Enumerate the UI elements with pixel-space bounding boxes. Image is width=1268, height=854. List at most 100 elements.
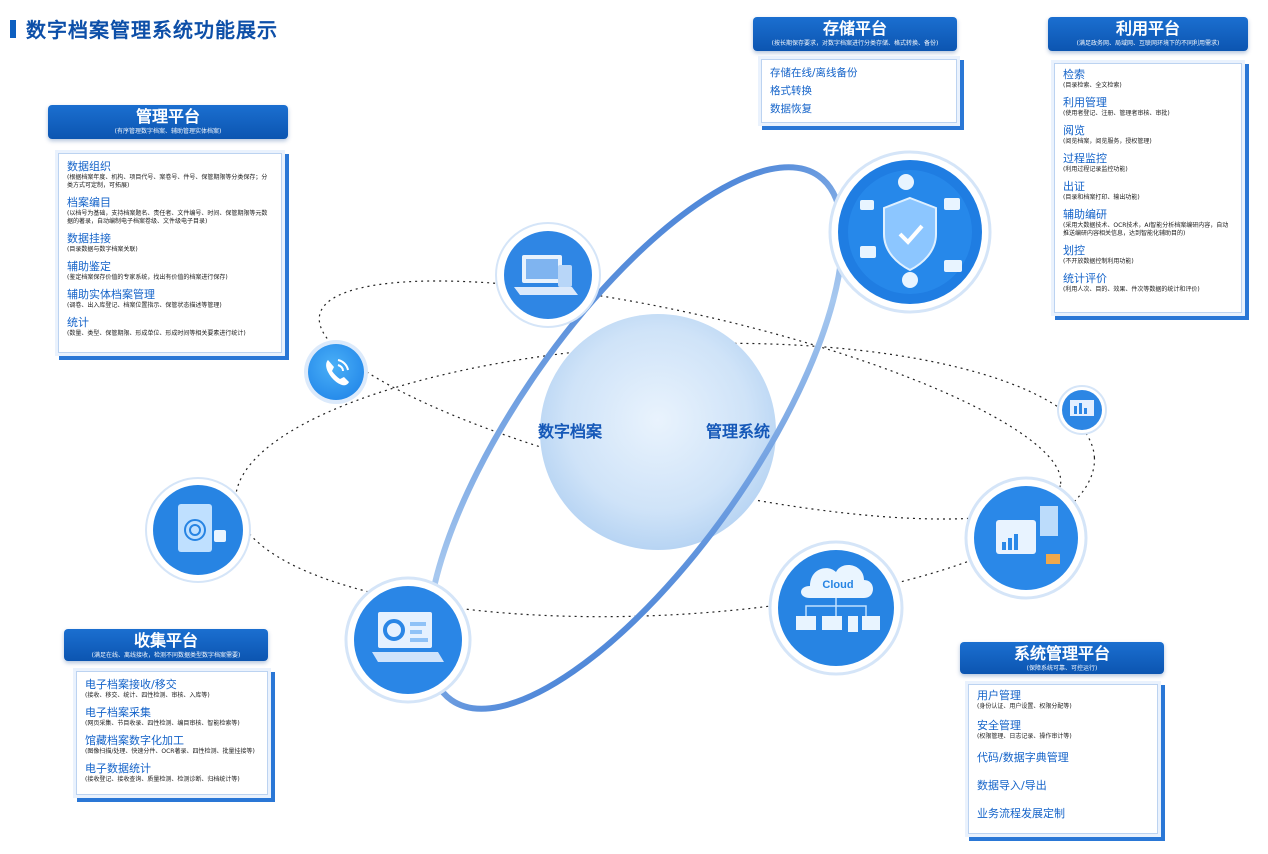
storage-header: 存储平台 (按长期保存要求，对数字档案进行分类存储、格式转换、备份) — [753, 17, 957, 51]
management-body: 数据组织 (根据档案年度、机构、项目代号、案卷号、件号、保管期限等分类保存；分类… — [58, 153, 282, 353]
collection-title: 收集平台 — [133, 631, 198, 650]
item-desc: (根据档案年度、机构、项目代号、案卷号、件号、保管期限等分类保存；分类方式可定制… — [67, 174, 268, 189]
center-label-left: 数字档案 — [538, 422, 603, 441]
list-item[interactable]: 数据组织 (根据档案年度、机构、项目代号、案卷号、件号、保管期限等分类保存；分类… — [67, 160, 273, 190]
item-title: 电子档案采集 — [85, 706, 151, 719]
list-item[interactable]: 代码/数据字典管理 — [977, 751, 1149, 765]
list-item[interactable]: 辅助鉴定 (鉴定档案保存价值的专家系统，找出有价值的档案进行保存) — [67, 260, 273, 282]
item-desc: (不开放数据控制利用功能) — [1063, 258, 1134, 265]
list-item[interactable]: 档案编目 (以档号为基础，支持档案题名、责任者、文件编号、时间、保管期限等元数据… — [67, 196, 273, 226]
center-sphere — [540, 314, 776, 550]
item-title: 业务流程发展定制 — [977, 807, 1065, 820]
item-desc: (身份认证、用户设置、权限分配等) — [977, 703, 1072, 710]
utilization-body: 检索 (目录检索、全文检索) 利用管理 (使用者登记、注册、管理者审核、审批) … — [1054, 63, 1242, 313]
node-security — [828, 150, 992, 314]
item-title: 数据挂接 — [67, 232, 111, 245]
list-item[interactable]: 数据挂接 (目录数据与数字档案关联) — [67, 232, 273, 254]
item-title: 电子数据统计 — [85, 762, 151, 775]
item-title: 辅助实体档案管理 — [67, 288, 155, 301]
node-dashboard — [344, 576, 472, 704]
phone-node — [308, 344, 364, 400]
management-title: 管理平台 — [135, 107, 200, 126]
cloud-label: Cloud — [822, 579, 853, 591]
item-title: 安全管理 — [977, 719, 1021, 732]
item-title: 辅助鉴定 — [67, 260, 111, 273]
list-item[interactable]: 电子档案接收/移交 (接收、移交、统计、四性检测、审核、入库等) — [85, 678, 259, 700]
management-subtitle: (有序管理数字档案、辅助管理实体档案) — [114, 128, 222, 135]
list-item[interactable]: 数据恢复 — [770, 103, 812, 115]
system-panel: 系统管理平台 (保障系统可靠、可控运行) 用户管理 (身份认证、用户设置、权限分… — [960, 642, 1164, 842]
item-title: 代码/数据字典管理 — [977, 751, 1069, 764]
list-item[interactable]: 过程监控 (利用过程记录监控功能) — [1063, 152, 1233, 174]
list-item[interactable]: 统计评价 (利用人次、目的、效果、件次等数据的统计和评价) — [1063, 272, 1233, 294]
management-header: 管理平台 (有序管理数字档案、辅助管理实体档案) — [48, 105, 288, 139]
item-desc: (接收、移交、统计、四性检测、审核、入库等) — [85, 692, 210, 699]
node-fingerprint — [145, 477, 251, 583]
utilization-panel: 利用平台 (满足政务网、局域网、互联网环境下的不同利用需求) 检索 (目录检索、… — [1048, 17, 1248, 317]
utilization-title: 利用平台 — [1115, 19, 1180, 38]
item-title: 阅览 — [1063, 124, 1085, 137]
storage-body: 存储在线/离线备份 格式转换 数据恢复 — [761, 59, 957, 123]
item-title: 辅助编研 — [1063, 208, 1107, 221]
storage-panel: 存储平台 (按长期保存要求，对数字档案进行分类存储、格式转换、备份) 存储在线/… — [753, 17, 957, 127]
item-desc: (目录和档案打印、输出功能) — [1063, 194, 1140, 201]
item-desc: (目录检索、全文检索) — [1063, 82, 1122, 89]
list-item[interactable]: 利用管理 (使用者登记、注册、管理者审核、审批) — [1063, 96, 1233, 118]
item-title: 数据导入/导出 — [977, 779, 1047, 792]
item-desc: (网页采集、节目收录、四性检测、编目审核、智能检索等) — [85, 720, 240, 727]
utilization-header: 利用平台 (满足政务网、局域网、互联网环境下的不同利用需求) — [1048, 17, 1248, 51]
item-title: 过程监控 — [1063, 152, 1107, 165]
list-item[interactable]: 电子数据统计 (接收登记、接收查询、质量检测、检测诊断、归档统计等) — [85, 762, 259, 784]
list-item[interactable]: 存储在线/离线备份 — [770, 67, 858, 79]
item-desc: (目录数据与数字档案关联) — [67, 246, 138, 253]
item-desc: (鉴定档案保存价值的专家系统，找出有价值的档案进行保存) — [67, 274, 228, 281]
page-title: 数字档案管理系统功能展示 — [10, 14, 278, 43]
page-title-text: 数字档案管理系统功能展示 — [26, 18, 278, 42]
system-subtitle: (保障系统可靠、可控运行) — [1026, 665, 1098, 672]
list-item[interactable]: 业务流程发展定制 — [977, 807, 1149, 821]
list-item[interactable]: 划控 (不开放数据控制利用功能) — [1063, 244, 1233, 266]
list-item[interactable]: 电子档案采集 (网页采集、节目收录、四性检测、编目审核、智能检索等) — [85, 706, 259, 728]
list-item[interactable]: 安全管理 (权限管理、日志记录、操作审计等) — [977, 719, 1149, 741]
list-item[interactable]: 统计 (数量、类型、保管期限、形成单位、形成时间等相关要素进行统计) — [67, 316, 273, 338]
item-desc: (接收登记、接收查询、质量检测、检测诊断、归档统计等) — [85, 776, 240, 783]
list-item[interactable]: 馆藏档案数字化加工 (图像扫描/处理、快速分件、OCR著录、四性检测、批量挂接等… — [85, 734, 259, 756]
item-desc: (数量、类型、保管期限、形成单位、形成时间等相关要素进行统计) — [67, 330, 246, 337]
list-item[interactable]: 检索 (目录检索、全文检索) — [1063, 68, 1233, 90]
item-desc: (利用过程记录监控功能) — [1063, 166, 1128, 173]
list-item[interactable]: 辅助编研 (采用大数据技术、OCR技术，AI智能分析档案编研内容，自动推送编研内… — [1063, 208, 1233, 238]
item-desc: (权限管理、日志记录、操作审计等) — [977, 733, 1072, 740]
item-title: 统计 — [67, 316, 89, 329]
item-title: 数据组织 — [67, 160, 111, 173]
list-item[interactable]: 辅助实体档案管理 (调卷、出入库登记、档案位置指示、保管状态描述等管理) — [67, 288, 273, 310]
list-item[interactable]: 阅览 (阅览档案，阅览服务，授权管理) — [1063, 124, 1233, 146]
management-panel: 管理平台 (有序管理数字档案、辅助管理实体档案) 数据组织 (根据档案年度、机构… — [48, 105, 288, 355]
collection-panel: 收集平台 (满足在线、离线接收，检测不同数据类型数字档案需要) 电子档案接收/移… — [64, 629, 268, 799]
list-item[interactable]: 出证 (目录和档案打印、输出功能) — [1063, 180, 1233, 202]
item-desc: (采用大数据技术、OCR技术，AI智能分析档案编研内容，自动推送编研内容相关信息… — [1063, 222, 1229, 237]
collection-header: 收集平台 (满足在线、离线接收，检测不同数据类型数字档案需要) — [64, 629, 268, 661]
item-desc: (利用人次、目的、效果、件次等数据的统计和评价) — [1063, 286, 1200, 293]
item-desc: (调卷、出入库登记、档案位置指示、保管状态描述等管理) — [67, 302, 222, 309]
phone-icon — [326, 359, 349, 386]
node-cloud: Cloud — [768, 540, 904, 676]
item-title: 电子档案接收/移交 — [85, 678, 177, 691]
item-desc: (图像扫描/处理、快速分件、OCR著录、四性检测、批量挂接等) — [85, 748, 255, 755]
title-bar-icon — [10, 19, 16, 38]
item-title: 档案编目 — [67, 196, 111, 209]
system-body: 用户管理 (身份认证、用户设置、权限分配等) 安全管理 (权限管理、日志记录、操… — [968, 684, 1158, 834]
collection-subtitle: (满足在线、离线接收，检测不同数据类型数字档案需要) — [91, 652, 241, 659]
item-title: 出证 — [1063, 180, 1085, 193]
node-analytics — [964, 476, 1088, 600]
utilization-subtitle: (满足政务网、局域网、互联网环境下的不同利用需求) — [1076, 40, 1220, 47]
center-label-right: 管理系统 — [706, 422, 771, 441]
item-title: 划控 — [1063, 244, 1085, 257]
list-item[interactable]: 数据导入/导出 — [977, 779, 1149, 793]
list-item[interactable]: 格式转换 — [770, 85, 812, 97]
system-header: 系统管理平台 (保障系统可靠、可控运行) — [960, 642, 1164, 674]
item-desc: (阅览档案，阅览服务，授权管理) — [1063, 138, 1152, 145]
item-title: 利用管理 — [1063, 96, 1107, 109]
item-title: 馆藏档案数字化加工 — [85, 734, 184, 747]
item-title: 检索 — [1063, 68, 1085, 81]
list-item[interactable]: 用户管理 (身份认证、用户设置、权限分配等) — [977, 689, 1149, 711]
